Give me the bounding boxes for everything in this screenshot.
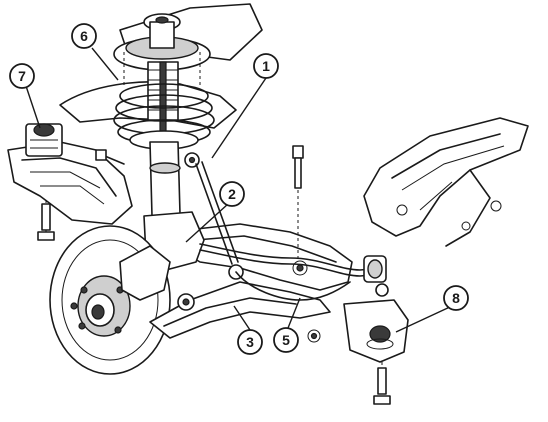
callout-8: 8 bbox=[443, 285, 469, 311]
callout-6: 6 bbox=[71, 23, 97, 49]
callout-1: 1 bbox=[253, 53, 279, 79]
subframe-icon bbox=[7, 3, 529, 291]
bolt-right bbox=[373, 362, 391, 405]
callout-7-label: 7 bbox=[18, 68, 26, 84]
callout-8-label: 8 bbox=[452, 290, 460, 306]
bolt-center bbox=[292, 145, 304, 262]
stabilizer-bar-icon bbox=[199, 243, 389, 343]
leader-lines bbox=[25, 47, 453, 333]
callout-7: 7 bbox=[9, 63, 35, 89]
wheel-hub-disc-icon bbox=[49, 149, 171, 375]
strut-body bbox=[143, 141, 244, 280]
callout-5-label: 5 bbox=[282, 332, 290, 348]
callout-2-label: 2 bbox=[228, 186, 236, 202]
suspension-strut-icon bbox=[113, 13, 211, 141]
callout-6-label: 6 bbox=[80, 28, 88, 44]
callout-3: 3 bbox=[237, 329, 263, 355]
callout-5: 5 bbox=[273, 327, 299, 353]
lower-control-arm-icon bbox=[149, 281, 331, 339]
callout-3-label: 3 bbox=[246, 334, 254, 350]
callout-1-label: 1 bbox=[262, 58, 270, 74]
callout-2: 2 bbox=[219, 181, 245, 207]
bolt-left bbox=[37, 200, 55, 241]
